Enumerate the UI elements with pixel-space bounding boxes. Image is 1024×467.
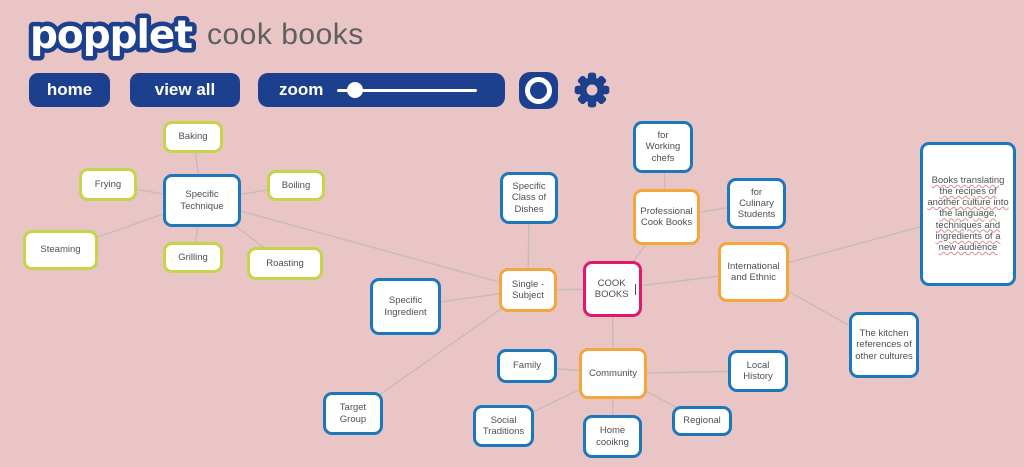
node-family[interactable]: Family — [497, 349, 557, 383]
edge-target-group-single-subject — [352, 289, 529, 415]
node-social-traditions[interactable]: Social Traditions — [473, 405, 534, 447]
node-specific-ingredient[interactable]: Specific Ingredient — [370, 278, 441, 335]
zoom-control: zoom — [258, 73, 505, 107]
node-steaming[interactable]: Steaming — [23, 230, 98, 270]
gear-icon — [574, 72, 610, 108]
node-label: The kitchen references of other cultures — [855, 328, 913, 362]
zoom-slider-track[interactable] — [337, 82, 477, 98]
node-label: Community — [588, 367, 638, 379]
node-specific-technique[interactable]: Specific Technique — [163, 174, 241, 227]
node-label: COOK BOOKS — [594, 277, 629, 300]
zoom-label: zoom — [279, 80, 324, 99]
node-label: International and Ethnic — [727, 260, 780, 283]
node-label: Frying — [94, 178, 122, 190]
node-label: for Working chefs — [645, 130, 681, 164]
node-label: Specific Technique — [180, 189, 224, 212]
node-books-translating[interactable]: Books translating the recipes of another… — [920, 142, 1016, 286]
node-label: Boiling — [281, 179, 311, 191]
home-button[interactable]: home — [29, 73, 110, 107]
zoom-slider-handle[interactable] — [346, 82, 363, 98]
node-label: Family — [513, 360, 541, 372]
node-label: Single - Subject — [511, 278, 545, 301]
node-label: Specific Ingredient — [384, 295, 427, 318]
node-local-history[interactable]: Local History — [728, 350, 788, 392]
node-for-culinary-students[interactable]: for Culinary Students — [727, 178, 786, 229]
node-boiling[interactable]: Boiling — [267, 170, 325, 201]
node-international-and-ethnic[interactable]: International and Ethnic — [718, 242, 789, 302]
presentation-mode-button[interactable] — [519, 72, 558, 109]
node-home-cooikng[interactable]: Home cooikng — [583, 415, 642, 458]
circle-icon — [525, 77, 552, 104]
node-label: Specific Class of Dishes — [511, 181, 547, 215]
node-grilling[interactable]: Grilling — [163, 242, 223, 273]
node-single-subject[interactable]: Single - Subject — [499, 268, 557, 312]
popplet-title[interactable]: cook books — [207, 18, 364, 51]
edge-specific-technique-single-subject — [201, 199, 529, 291]
node-label: Baking — [178, 131, 208, 143]
view-all-button[interactable]: view all — [130, 73, 240, 107]
node-label: Grilling — [178, 251, 208, 263]
node-label: Books translating the recipes of another… — [927, 174, 1009, 253]
node-label: Roasting — [266, 257, 304, 269]
node-baking[interactable]: Baking — [163, 121, 223, 153]
node-for-working-chefs[interactable]: for Working chefs — [633, 121, 693, 173]
node-frying[interactable]: Frying — [79, 168, 137, 201]
node-community[interactable]: Community — [579, 348, 647, 399]
node-label: Regional — [683, 415, 721, 427]
node-label: Steaming — [40, 244, 81, 256]
node-regional[interactable]: Regional — [672, 406, 732, 436]
node-label: Professional Cook Books — [640, 205, 693, 228]
node-cook-books[interactable]: COOK BOOKS — [583, 261, 642, 317]
node-label: Home cooikng — [596, 425, 629, 448]
node-target-group[interactable]: Target Group — [323, 392, 383, 435]
node-label: for Culinary Students — [737, 186, 776, 221]
node-label: Local History — [743, 359, 773, 382]
popplet-logo[interactable]: popplet — [22, 6, 207, 64]
node-professional-cook-books[interactable]: Professional Cook Books — [633, 189, 700, 245]
node-specific-class-of-dishes[interactable]: Specific Class of Dishes — [500, 172, 558, 224]
text-cursor — [635, 283, 636, 295]
node-label: Social Traditions — [482, 414, 525, 437]
node-kitchen-references[interactable]: The kitchen references of other cultures — [849, 312, 919, 378]
popplet-logo-text: popplet — [30, 13, 192, 58]
node-roasting[interactable]: Roasting — [247, 247, 323, 280]
settings-button[interactable] — [570, 69, 614, 111]
node-label: Target Group — [339, 402, 367, 425]
